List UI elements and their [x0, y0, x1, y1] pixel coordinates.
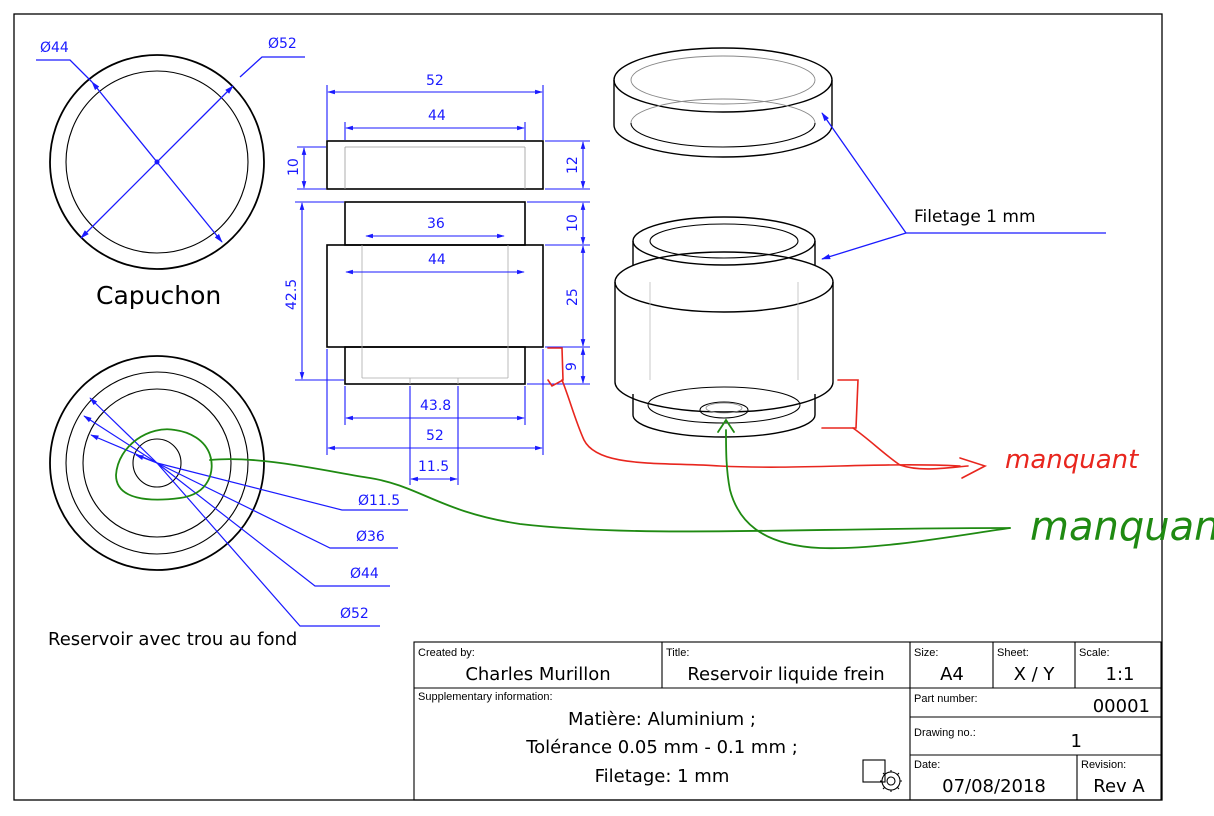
dim-bottom-43-8: 43.8: [420, 398, 451, 414]
revision-value: Rev A: [1093, 776, 1145, 797]
reservoir-d44-label: Ø44: [350, 566, 379, 582]
supplementary-line-1: Matière: Aluminium ;: [568, 709, 756, 730]
reservoir-d36-label: Ø36: [356, 529, 385, 545]
cap-3d-view: [613, 47, 833, 158]
created-by-label: Created by:: [418, 647, 475, 659]
dim-top-44: 44: [428, 108, 446, 124]
red-manquant-note: manquant: [1005, 445, 1139, 475]
supplementary-line-2: Tolérance 0.05 mm - 0.1 mm ;: [525, 737, 798, 758]
dim-body-44: 44: [428, 252, 446, 268]
title-label: Title:: [666, 647, 689, 659]
dim-neck-h10: 10: [565, 214, 581, 232]
date-label: Date:: [914, 759, 940, 771]
scale-value: 1:1: [1106, 664, 1135, 685]
supplementary-label: Supplementary information:: [418, 691, 553, 703]
cap-d44-label: Ø44: [40, 40, 69, 56]
reservoir-3d-view: [614, 216, 834, 438]
green-markup: [115, 418, 1011, 550]
part-number-label: Part number:: [914, 693, 978, 705]
red-markup: [547, 347, 988, 479]
green-manquant-note: manquant: [1030, 504, 1214, 550]
sheet-label: Sheet:: [997, 647, 1029, 659]
cap-top-view: [36, 54, 305, 270]
dim-neck-36: 36: [427, 216, 445, 232]
dim-bottom-h9: 9: [564, 362, 580, 371]
title-value: Reservoir liquide frein: [687, 664, 884, 685]
gear-icon: [862, 759, 902, 792]
size-value: A4: [940, 664, 964, 685]
scale-label: Scale:: [1079, 647, 1110, 659]
dim-cap-h10: 10: [286, 158, 302, 176]
created-by-value: Charles Murillon: [465, 664, 610, 685]
dim-total-42-5: 42.5: [284, 279, 300, 310]
dim-cap-h12: 12: [565, 156, 581, 174]
thread-leader: [821, 112, 1106, 260]
cap-d52-label: Ø52: [268, 36, 297, 52]
sheet-value: X / Y: [1014, 664, 1056, 685]
cap-view-label: Capuchon: [96, 281, 221, 310]
dim-top-52: 52: [426, 73, 444, 89]
dim-bottom-11-5: 11.5: [418, 459, 449, 475]
thread-note: Filetage 1 mm: [914, 207, 1036, 227]
dim-bottom-52: 52: [426, 428, 444, 444]
drawing-no-label: Drawing no.:: [914, 727, 976, 739]
reservoir-view-label: Reservoir avec trou au fond: [48, 629, 297, 650]
date-value: 07/08/2018: [942, 776, 1046, 797]
section-view: [326, 140, 544, 385]
part-number-value: 00001: [1093, 696, 1150, 717]
drawing-no-value: 1: [1071, 731, 1082, 752]
revision-label: Revision:: [1081, 759, 1126, 771]
dim-body-h25: 25: [565, 288, 581, 306]
reservoir-bottom-view: [49, 355, 408, 627]
title-block: [413, 641, 1162, 801]
reservoir-d52-label: Ø52: [340, 606, 369, 622]
supplementary-line-3: Filetage: 1 mm: [595, 766, 730, 787]
size-label: Size:: [914, 647, 938, 659]
section-dimension-lines: [295, 85, 590, 485]
reservoir-d11-5-label: Ø11.5: [358, 493, 400, 509]
